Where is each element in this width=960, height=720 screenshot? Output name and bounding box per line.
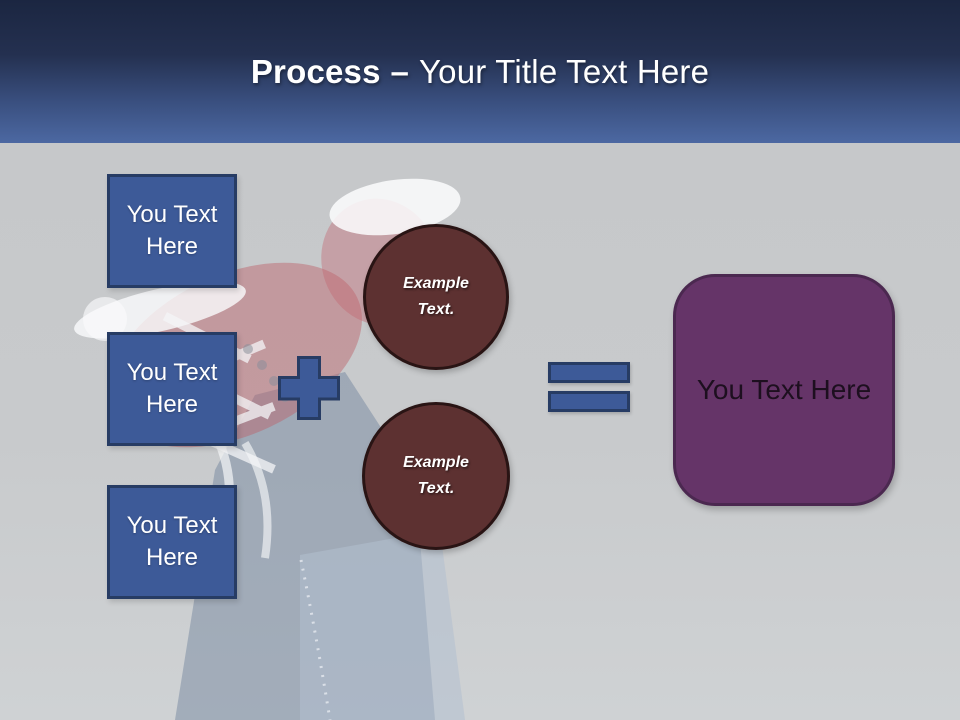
example-circle-label: Example Text.: [403, 454, 469, 497]
slide-header: Process–Your Title Text Here: [0, 0, 960, 143]
result-box[interactable]: You Text Here: [673, 274, 895, 506]
input-box-label: You Text Here: [126, 201, 218, 260]
example-circle-label: Example Text.: [403, 275, 469, 318]
slide-title[interactable]: Process–Your Title Text Here: [251, 53, 709, 91]
equals-bar-top: [548, 362, 630, 383]
title-dash: –: [390, 52, 410, 90]
result-box-label: You Text Here: [696, 374, 872, 405]
input-box-2[interactable]: You Text Here: [107, 332, 237, 446]
example-circle-2[interactable]: Example Text.: [362, 402, 510, 550]
example-circle-1[interactable]: Example Text.: [363, 224, 509, 370]
title-keyword: Process: [250, 52, 381, 90]
title-rest: Your Title Text Here: [419, 52, 710, 90]
input-box-label: You Text Here: [126, 359, 218, 418]
equals-bar-bottom: [548, 391, 630, 412]
plus-shape-icon[interactable]: [278, 356, 340, 420]
input-box-label: You Text Here: [126, 512, 218, 571]
input-box-3[interactable]: You Text Here: [107, 485, 237, 599]
input-box-1[interactable]: You Text Here: [107, 174, 237, 288]
